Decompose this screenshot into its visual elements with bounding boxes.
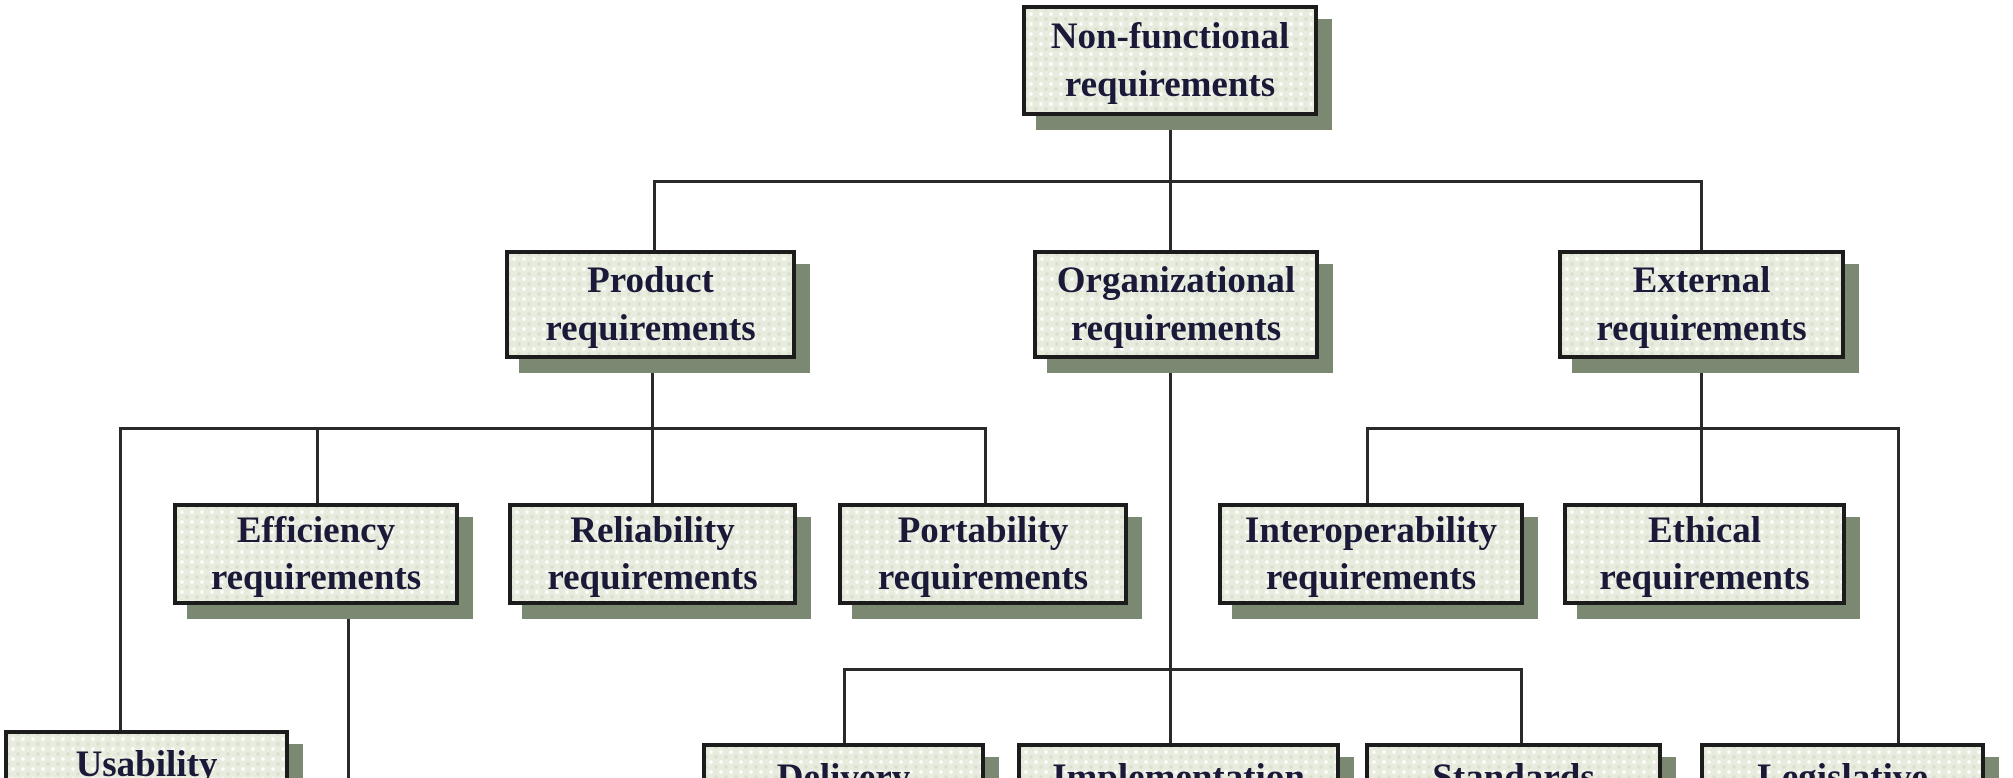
- node-label: Efficiency requirements: [210, 509, 422, 598]
- node-label: External requirements: [1596, 260, 1807, 349]
- connector: [1169, 668, 1172, 745]
- connector: [984, 427, 987, 505]
- node-interoperability-requirements: Interoperability requirements: [1218, 503, 1524, 605]
- connector: [651, 360, 654, 430]
- node-standards: Standards: [1365, 743, 1662, 778]
- node-label: Non-functional requirements: [1050, 16, 1290, 105]
- connector: [651, 427, 654, 505]
- connector: [119, 427, 987, 430]
- connector: [119, 427, 122, 732]
- connector: [1169, 360, 1172, 671]
- connector: [1700, 427, 1703, 505]
- connector: [653, 180, 1703, 183]
- node-product-requirements: Product requirements: [505, 250, 796, 359]
- connector: [653, 180, 656, 252]
- node-delivery: Delivery: [702, 743, 985, 778]
- connector: [843, 668, 846, 745]
- connector: [1366, 427, 1900, 430]
- node-implementation: Implementation: [1017, 743, 1340, 778]
- node-portability-requirements: Portability requirements: [838, 503, 1128, 605]
- node-label: Product requirements: [545, 260, 756, 349]
- node-organizational-requirements: Organizational requirements: [1033, 250, 1319, 359]
- node-external-requirements: External requirements: [1558, 250, 1845, 359]
- connector: [1897, 427, 1900, 745]
- connector: [1520, 668, 1523, 745]
- node-label: Interoperability requirements: [1244, 509, 1498, 598]
- connector: [316, 427, 319, 505]
- connector: [843, 668, 1523, 671]
- node-label: Delivery: [776, 757, 911, 778]
- node-usability: Usability: [4, 730, 289, 778]
- node-label: Ethical requirements: [1599, 509, 1810, 598]
- node-label: Legislative: [1757, 757, 1928, 778]
- node-label: Reliability requirements: [547, 509, 758, 598]
- node-legislative: Legislative: [1700, 743, 1985, 778]
- node-label: Implementation: [1052, 757, 1305, 778]
- connector: [1700, 360, 1703, 430]
- node-efficiency-requirements: Efficiency requirements: [173, 503, 459, 605]
- node-ethical-requirements: Ethical requirements: [1563, 503, 1846, 605]
- node-label: Standards: [1432, 757, 1595, 778]
- node-label: Portability requirements: [877, 509, 1089, 598]
- connector: [1169, 180, 1172, 252]
- node-label: Organizational requirements: [1056, 260, 1296, 349]
- connector: [1700, 180, 1703, 252]
- node-reliability-requirements: Reliability requirements: [508, 503, 797, 605]
- connector: [1169, 115, 1172, 182]
- node-label: Usability: [75, 744, 218, 778]
- connector: [1366, 427, 1369, 505]
- connector: [347, 605, 350, 778]
- node-non-functional-requirements: Non-functional requirements: [1022, 5, 1318, 116]
